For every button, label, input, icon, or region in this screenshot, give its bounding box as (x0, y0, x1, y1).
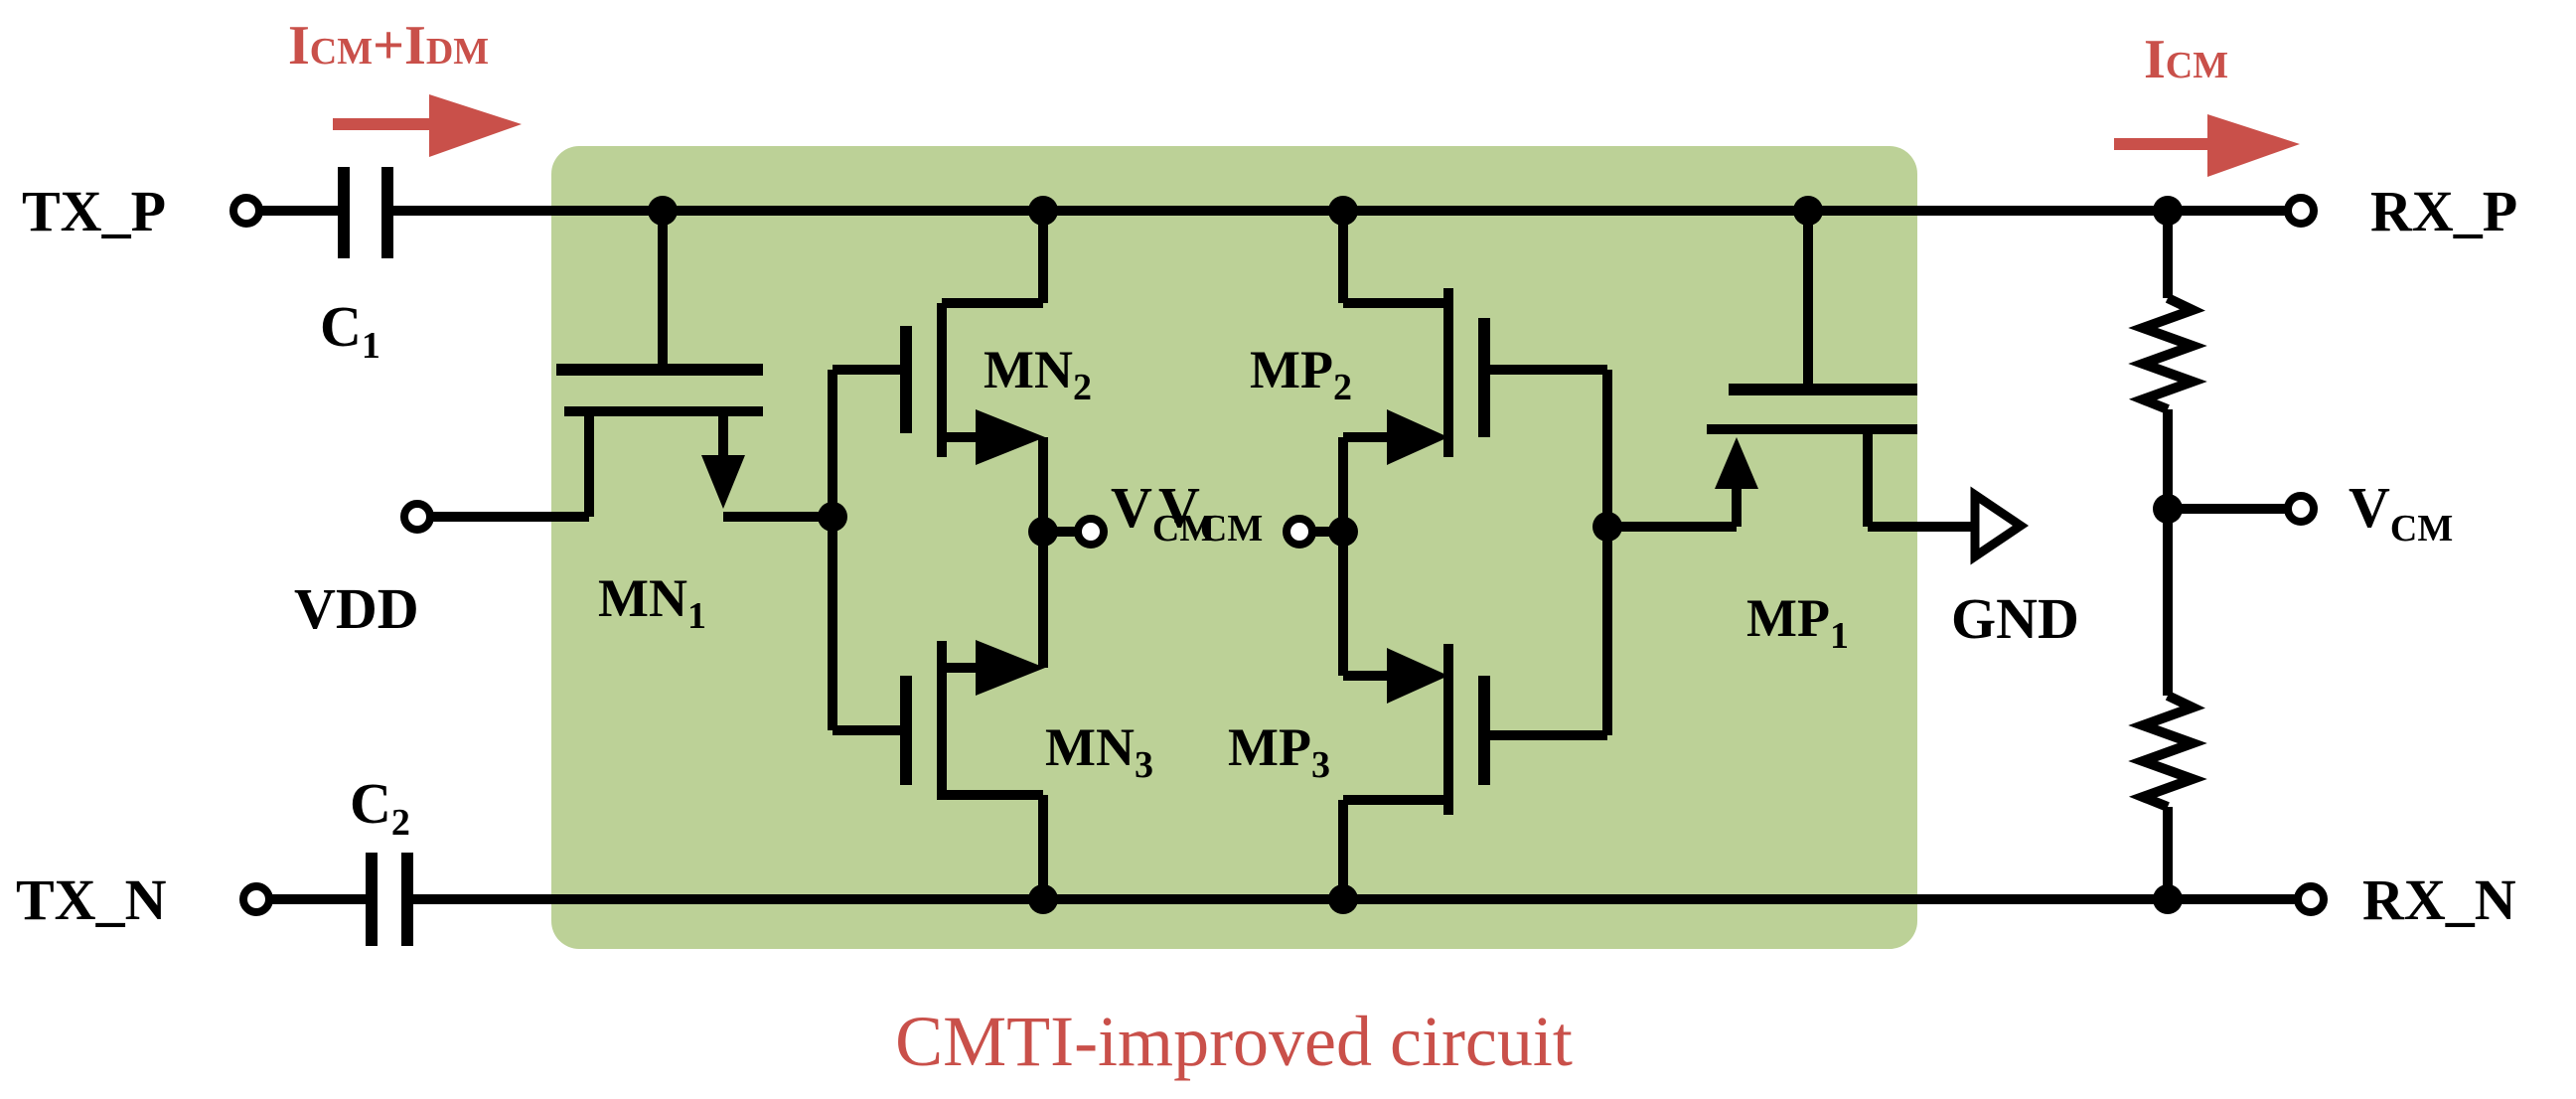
transistor-arrows (701, 409, 1758, 704)
mn3-arrow (976, 640, 1045, 696)
rx-p-label: RX_P (2370, 179, 2517, 243)
vcm-label-p: VCM (1158, 475, 1263, 550)
tx-n-terminal (239, 882, 273, 916)
mp1-label: MP1 (1746, 588, 1849, 657)
vcm-label-right: VCM (2349, 475, 2453, 550)
rx-n-label: RX_N (2362, 867, 2516, 932)
rx-p-terminal (2284, 194, 2318, 228)
junction-dots (648, 196, 2183, 914)
mn2-arrow (976, 409, 1045, 465)
mp3-label: MP3 (1228, 717, 1330, 786)
cmti-highlight-box (551, 146, 1917, 949)
tx-p-terminal (229, 194, 263, 228)
gnd-label: GND (1951, 586, 2079, 651)
vcm-label-n: VCM (1111, 475, 1215, 550)
mn3-label: MN3 (1045, 717, 1153, 786)
rx-n-terminal (2294, 882, 2328, 916)
current-label-right: ICM (2144, 29, 2228, 90)
gnd-symbol (1970, 486, 2030, 565)
mp2-label: MP2 (1250, 340, 1352, 408)
vdd-label: VDD (294, 576, 419, 641)
mn1-label: MN1 (598, 568, 706, 637)
c1-label: C1 (320, 294, 380, 367)
vcm-n-terminal (1074, 515, 1108, 549)
mp3-arrow (1387, 648, 1448, 704)
mn1-arrow (701, 455, 745, 509)
vcm-right-terminal (2284, 492, 2318, 526)
mp2-arrow (1387, 409, 1448, 465)
terminals (229, 194, 2328, 916)
vcm-p-terminal (1283, 515, 1316, 549)
c2-label: C2 (350, 771, 410, 844)
labels: ICM+IDM ICM TX_P TX_N RX_P RX_N VDD GND … (16, 15, 2517, 1081)
mn2-label: MN2 (984, 340, 1092, 408)
capacitor-c1 (338, 167, 393, 258)
box-caption: CMTI-improved circuit (895, 1002, 1573, 1081)
current-arrows (333, 94, 2300, 177)
tx-p-label: TX_P (22, 179, 166, 243)
current-label-left: ICM+IDM (288, 15, 489, 77)
capacitor-c2 (366, 853, 413, 946)
tx-n-label: TX_N (16, 867, 167, 932)
mp1-arrow (1715, 437, 1758, 489)
vdd-terminal (400, 500, 434, 534)
